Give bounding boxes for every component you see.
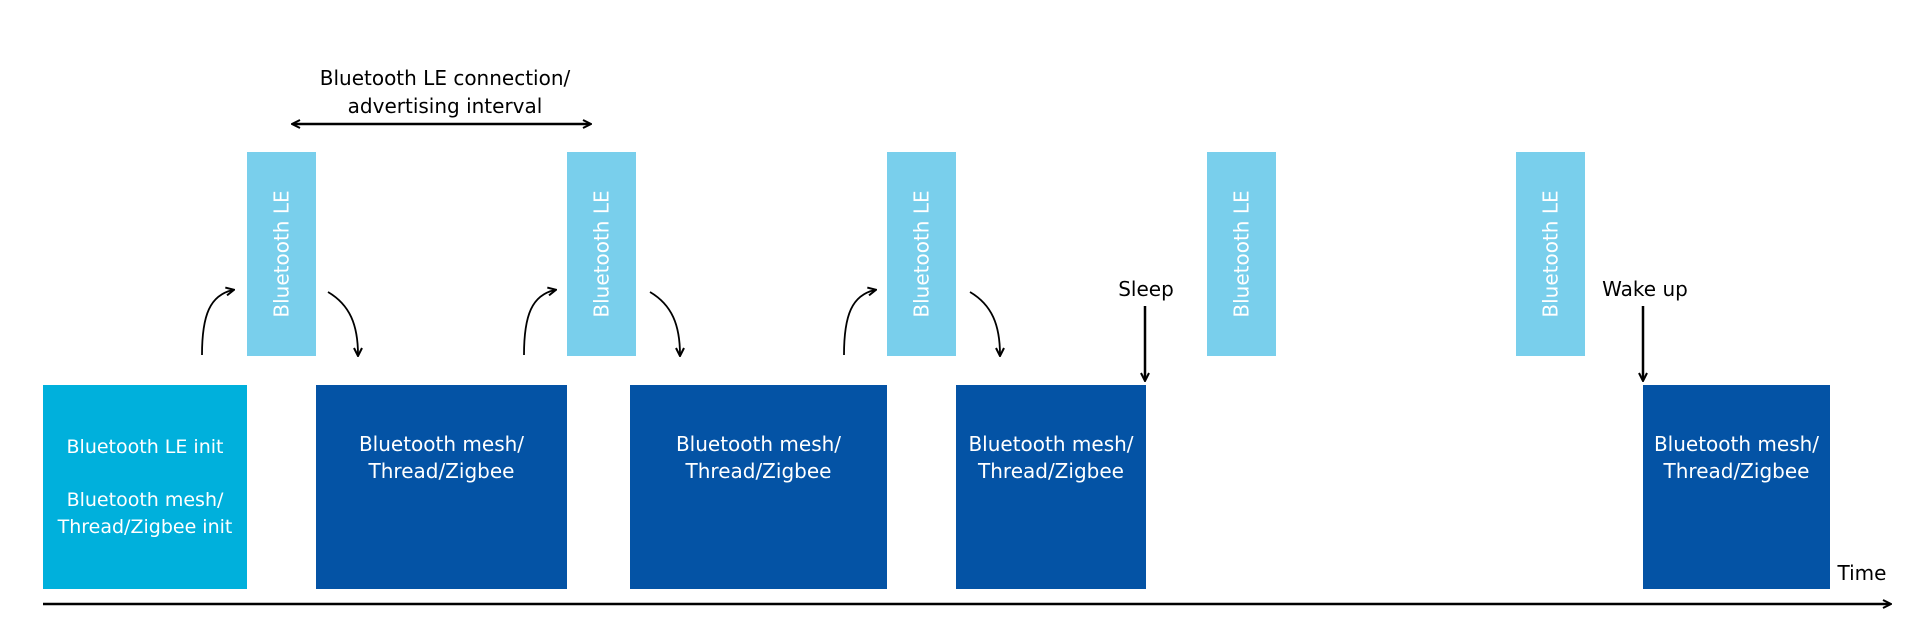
mesh-block-3: Bluetooth mesh/Thread/Zigbee xyxy=(956,385,1146,589)
ble-block-2: Bluetooth LE xyxy=(567,152,636,356)
mesh-block-4: Bluetooth mesh/Thread/Zigbee xyxy=(1643,385,1830,589)
interval-label: Bluetooth LE connection/ advertising int… xyxy=(300,64,590,120)
mesh-block-line2: Thread/Zigbee xyxy=(685,459,832,483)
mesh-block-line1: Bluetooth mesh/ xyxy=(968,432,1134,456)
mesh-block-line2: Thread/Zigbee xyxy=(1663,459,1810,483)
sleep-label: Sleep xyxy=(1118,277,1174,301)
mesh-block-line2: Thread/Zigbee xyxy=(978,459,1124,483)
ble-block-1: Bluetooth LE xyxy=(247,152,316,356)
wake-up-label: Wake up xyxy=(1602,277,1688,301)
interval-label-line2: advertising interval xyxy=(347,94,543,118)
init-block-line2: Bluetooth mesh/ xyxy=(66,488,224,511)
ble-block-3: Bluetooth LE xyxy=(887,152,956,356)
mesh-block-line1: Bluetooth mesh/ xyxy=(675,432,842,456)
curve-arrow-down-2 xyxy=(649,291,680,355)
init-block-line3: Thread/Zigbee init xyxy=(57,515,233,538)
interval-label-line1: Bluetooth LE connection/ xyxy=(319,66,571,90)
curve-arrow-up-3 xyxy=(843,290,875,356)
ble-block-5: Bluetooth LE xyxy=(1516,152,1585,356)
mesh-block-line2: Thread/Zigbee xyxy=(368,459,515,483)
init-block-line1: Bluetooth LE init xyxy=(66,435,224,458)
curve-arrow-up-2 xyxy=(523,290,555,356)
ble-block-4: Bluetooth LE xyxy=(1207,152,1276,356)
mesh-block-2: Bluetooth mesh/Thread/Zigbee xyxy=(630,385,887,589)
mesh-block-line1: Bluetooth mesh/ xyxy=(1653,432,1820,456)
init-block: Bluetooth LE init Bluetooth mesh/ Thread… xyxy=(43,385,247,589)
mesh-block-1: Bluetooth mesh/Thread/Zigbee xyxy=(316,385,567,589)
curve-arrow-down-1 xyxy=(327,291,358,355)
time-axis-label: Time xyxy=(1837,561,1887,585)
mesh-block-line1: Bluetooth mesh/ xyxy=(358,432,525,456)
curve-arrow-down-3 xyxy=(969,291,1000,355)
curve-arrow-up-1 xyxy=(201,290,233,356)
